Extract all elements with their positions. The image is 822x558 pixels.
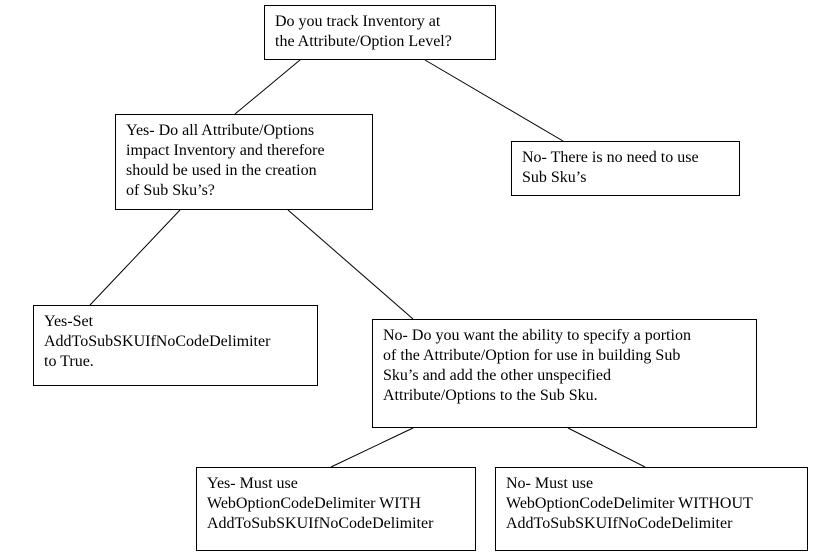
answer-set-addtosubsku-true: Yes-Set AddToSubSKUIfNoCodeDelimiter to …: [33, 305, 318, 386]
edge-no2-to-yes3: [330, 427, 414, 468]
question-track-inventory: Do you track Inventory at the Attribute/…: [264, 5, 496, 60]
edge-yes1-to-no2: [287, 209, 414, 320]
edge-root-to-no1: [424, 59, 564, 142]
answer-use-delimiter-with: Yes- Must use WebOptionCodeDelimiter WIT…: [196, 467, 476, 551]
question-all-options-impact-inventory: Yes- Do all Attribute/Options impact Inv…: [115, 114, 373, 210]
edge-root-to-yes1: [234, 59, 301, 115]
edge-no2-to-no3: [567, 427, 646, 468]
answer-use-delimiter-without: No- Must use WebOptionCodeDelimiter WITH…: [495, 467, 808, 551]
answer-no-sub-sku-needed: No- There is no need to use Sub Sku’s: [511, 141, 740, 196]
question-specify-portion: No- Do you want the ability to specify a…: [372, 319, 757, 428]
edge-yes1-to-yes2: [89, 209, 181, 306]
